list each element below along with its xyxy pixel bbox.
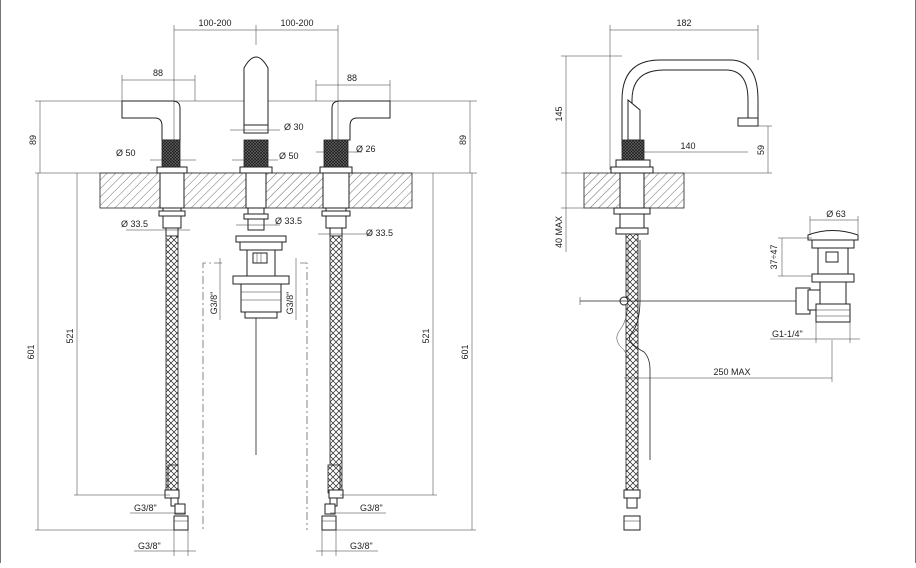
hose-thread-upper-right-label: G3/8" <box>360 503 383 513</box>
center-spout <box>239 56 273 231</box>
right-base-flange <box>319 166 353 174</box>
under-counter-right-label: Ø 33.5 <box>366 228 393 238</box>
left-handle-valve <box>121 100 188 237</box>
side-flexible-hoses <box>579 233 800 531</box>
hose-thread-upper-left-label: G3/8" <box>134 503 157 513</box>
rod-length-label: 250 MAX <box>713 367 750 377</box>
left-handle-lever <box>121 100 181 141</box>
spout-tube <box>243 56 269 126</box>
hose-length-left-label: 521 <box>65 328 75 343</box>
left-knurled-body <box>161 139 181 168</box>
side-view-dimensions: 182 145 140 59 40 MAX Ø 63 37÷47 <box>554 18 860 382</box>
spout-height-label: 145 <box>554 106 564 121</box>
side-spout-profile <box>610 59 759 235</box>
waste-cap <box>807 230 859 241</box>
spread-left-label: 100-200 <box>198 18 231 28</box>
spout-base-diameter-label: Ø 50 <box>279 151 299 161</box>
popup-waste-front <box>202 235 308 530</box>
waste-height-label: 37÷47 <box>769 245 779 270</box>
height-left-label: 89 <box>28 135 38 145</box>
side-spout-arc <box>621 59 759 146</box>
spout-clearance-label: 59 <box>756 145 766 155</box>
waste-thread-label: G1-1/4" <box>772 329 803 339</box>
front-view: 100-200 100-200 88 88 Ø 30 Ø 50 Ø 50 Ø 2… <box>26 18 477 556</box>
right-knurled-body <box>323 139 349 168</box>
left-flexible-hose <box>164 235 189 531</box>
right-flexible-hose <box>321 235 344 531</box>
waste-diameter-label: Ø 63 <box>826 209 846 219</box>
handle-width-left-label: 88 <box>153 68 163 78</box>
spread-right-label: 100-200 <box>280 18 313 28</box>
spout-knurled-body <box>243 139 269 168</box>
hose-thread-lower-right-label: G3/8" <box>350 541 373 551</box>
side-spout-outlet <box>737 117 759 127</box>
side-popup-waste <box>795 230 859 323</box>
hose-length-right-label: 521 <box>421 328 431 343</box>
left-base-flange <box>156 166 188 174</box>
hose-thread-lower-left-label: G3/8" <box>138 541 161 551</box>
right-handle-lever <box>331 100 391 141</box>
spout-projection-label: 140 <box>680 141 695 151</box>
right-base-diameter-label: Ø 26 <box>356 144 376 154</box>
waste-thread-left-label: G3/8" <box>209 292 219 315</box>
right-handle-valve <box>319 100 391 237</box>
total-length-right-label: 601 <box>460 344 470 359</box>
spout-reach-total-label: 182 <box>676 18 691 28</box>
waste-thread-right-label: G3/8" <box>285 292 295 315</box>
total-length-left-label: 601 <box>26 344 36 359</box>
under-counter-left-label: Ø 33.5 <box>121 219 148 229</box>
left-base-diameter-label: Ø 50 <box>116 148 136 158</box>
handle-width-right-label: 88 <box>347 73 357 83</box>
side-waste-rod <box>628 240 651 460</box>
front-view-dimensions: 100-200 100-200 88 88 Ø 30 Ø 50 Ø 50 Ø 2… <box>26 18 476 556</box>
counter-max-label: 40 MAX <box>554 216 564 248</box>
under-counter-center-label: Ø 33.5 <box>275 216 302 226</box>
height-right-label: 89 <box>458 135 468 145</box>
side-view: 182 145 140 59 40 MAX Ø 63 37÷47 <box>554 18 860 531</box>
waste-clearance-outline <box>202 262 308 530</box>
spout-diameter-label: Ø 30 <box>284 122 304 132</box>
